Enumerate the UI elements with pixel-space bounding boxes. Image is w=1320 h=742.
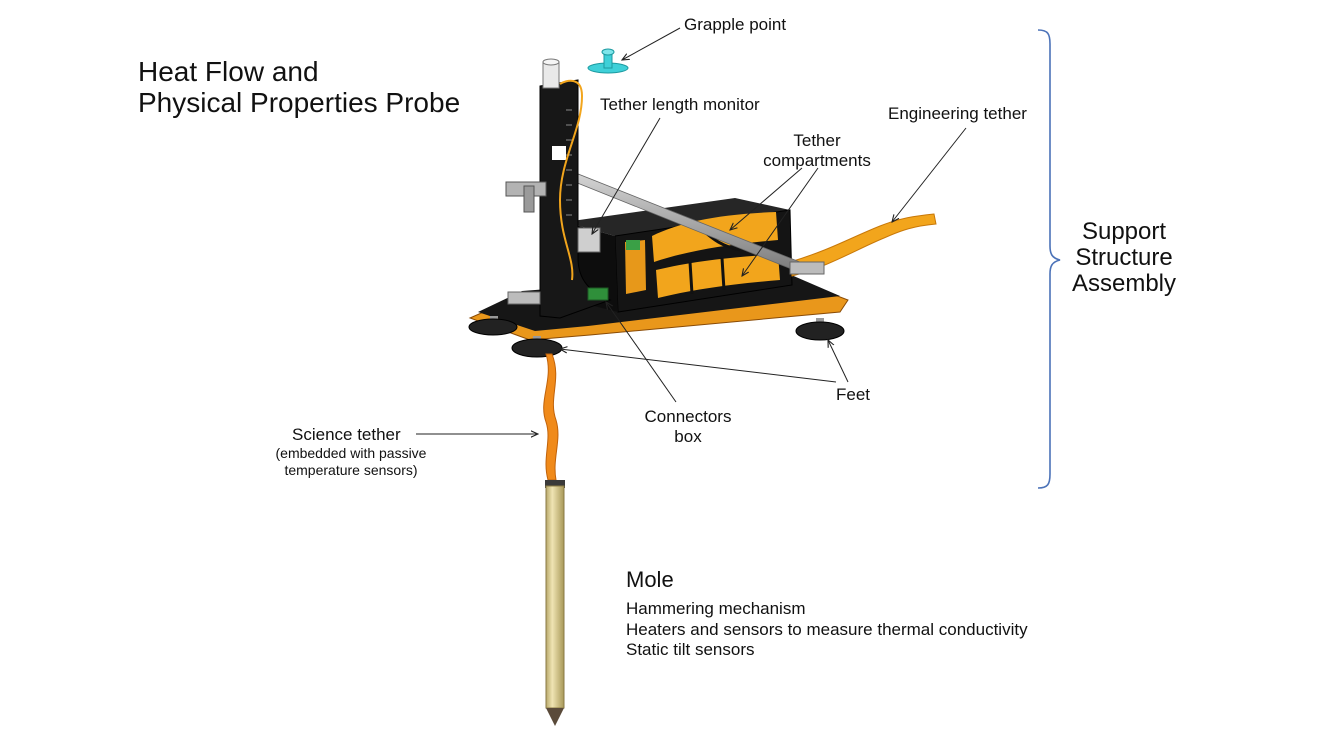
engineering-tether-shape [789,213,937,277]
label-tether-compartments: Tether compartments [752,131,882,171]
tether-length-monitor-shape [577,227,601,253]
mole-feature-item: Hammering mechanism [626,599,806,618]
leader-feet-front [560,349,837,383]
foot-left [468,316,518,336]
support-structure-bracket [1037,29,1061,489]
label-science-tether-title: Science tether [292,425,401,444]
plate-bracket-left [507,291,541,305]
mole-shape [545,480,565,726]
mast-scale [566,109,572,216]
label-support-structure-line-1: Support [1081,218,1167,245]
label-feet: Feet [836,385,871,404]
foot-front [511,336,563,358]
label-science-tether: Science tether (embedded with passive te… [256,425,446,479]
label-support-structure-assembly: Support Structure Assembly [1064,219,1184,297]
leader-feet-right [828,340,849,383]
label-connectors-box-line-1: Connectors [644,407,732,426]
science-tether-shape [543,353,559,481]
leader-tether-monitor [592,117,661,234]
leader-grapple [622,27,681,60]
label-science-tether-note-1: (embedded with passive [275,445,427,461]
mole-feature-item: Heaters and sensors to measure thermal c… [626,619,1028,639]
leader-lines [416,27,967,434]
connectors-box-shape [587,287,609,301]
label-support-structure-line-3: Assembly [1071,270,1177,297]
grapple-point-shape [587,48,629,74]
foot-right [795,318,845,341]
label-engineering-tether: Engineering tether [888,104,1027,123]
leader-compartments-2 [742,167,819,276]
mole-feature-item: Static tilt sensors [626,640,755,659]
leader-engineering [892,127,967,222]
green-board [626,240,640,250]
label-support-structure-line-2: Structure [1075,244,1173,271]
title-line-2: Physical Properties Probe [138,87,461,118]
label-tether-compartments-line-1: Tether [793,131,841,150]
label-connectors-box-line-2: box [674,427,702,446]
label-tether-length-monitor: Tether length monitor [600,95,760,114]
page-title: Heat Flow and Physical Properties Probe [138,56,460,118]
side-bracket-post [523,185,535,213]
label-tether-compartments-line-2: compartments [763,151,871,170]
leader-compartments-1 [730,167,803,230]
label-mole-title: Mole [626,567,674,592]
label-grapple-point: Grapple point [684,15,787,34]
label-science-tether-note-2: temperature sensors) [284,462,418,478]
mast [539,79,612,319]
label-connectors-box: Connectors box [626,407,750,447]
plate-bracket-right [789,261,825,275]
title-line-1: Heat Flow and [138,56,319,87]
mast-wire [558,79,584,281]
leader-connectors [606,302,677,403]
mole-feature-list: Hammering mechanism Heaters and sensors … [626,599,1028,661]
mast-top-cylinder [542,61,560,89]
mast-logo [552,146,566,160]
